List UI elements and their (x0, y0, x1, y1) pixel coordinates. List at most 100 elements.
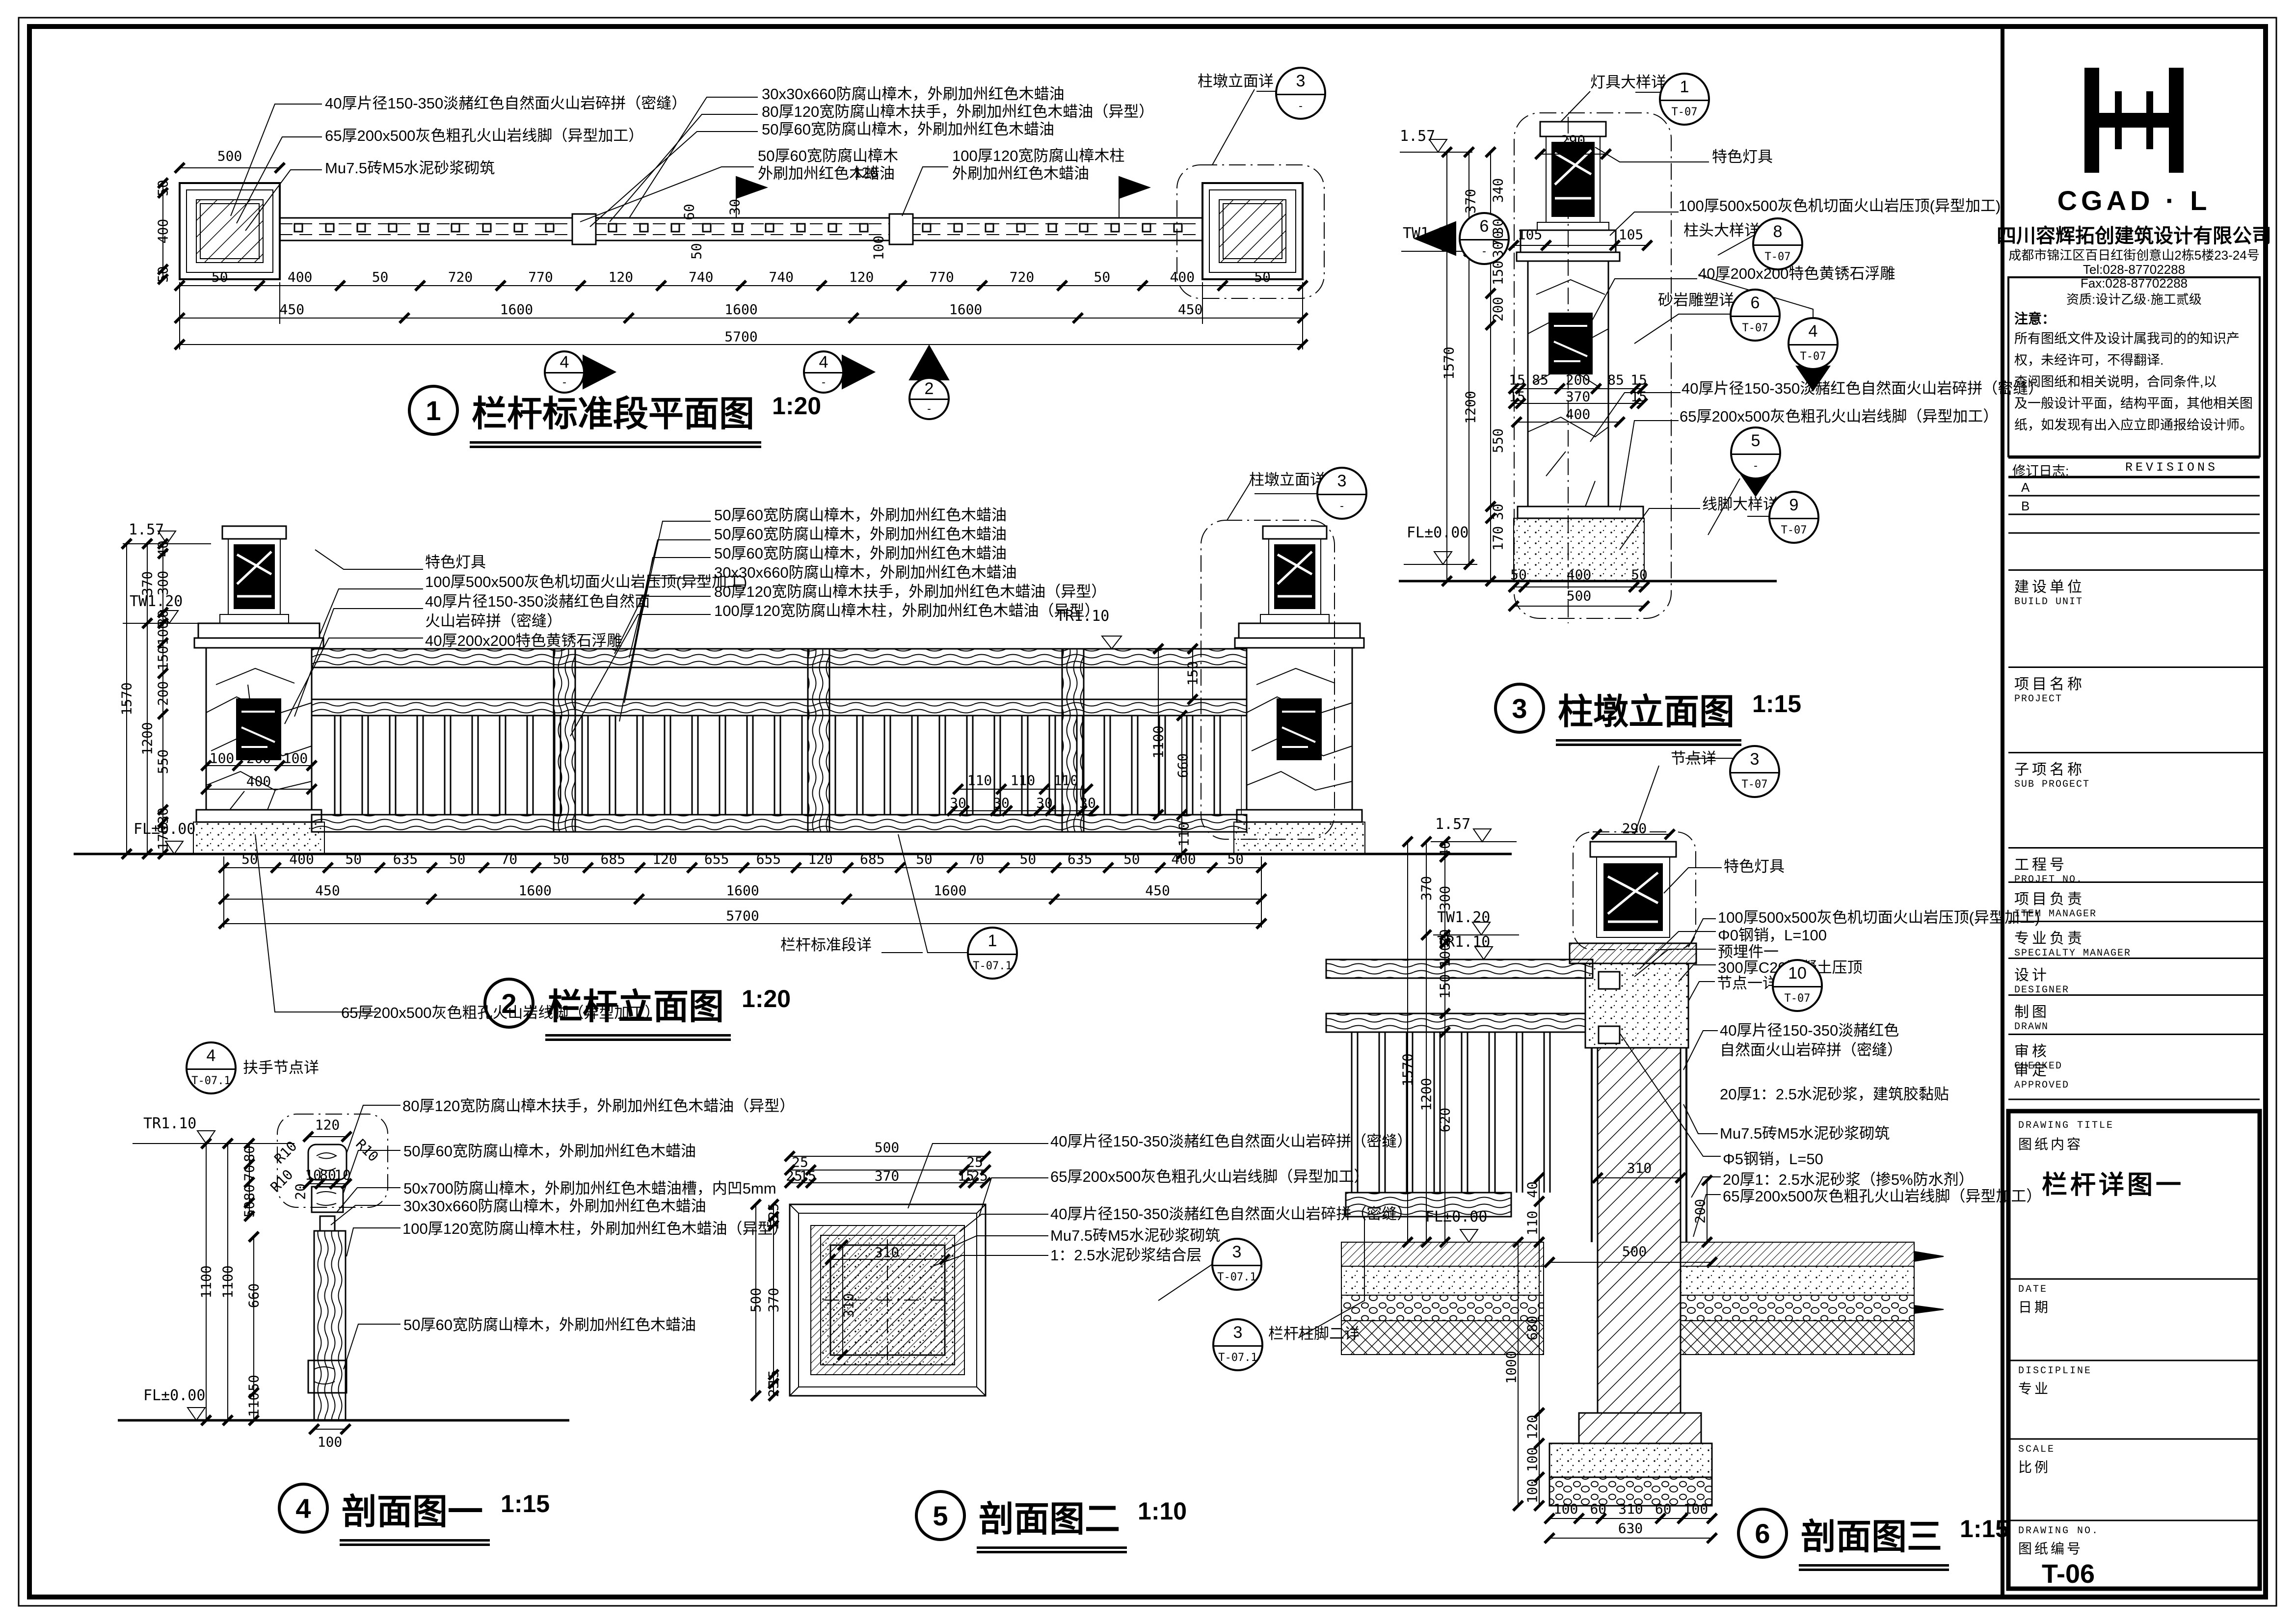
drawing-no-cn: 图纸编号 (2018, 1541, 2083, 1556)
level-fl: FL±0.00 (143, 1387, 206, 1404)
elevation-pier-callout: 3- (1316, 467, 1367, 520)
dim: 70 (241, 1165, 258, 1181)
pier-annotation-lamp: 特色灯具 (1712, 148, 1773, 165)
callout-number: 1 (1661, 75, 1708, 101)
dim-value: 120 (849, 269, 874, 285)
callout-ref: T-07.1 (1217, 1271, 1256, 1284)
section3-annotation: 100厚500x500灰色机切面火山岩压顶(异型加工) (1718, 909, 2040, 926)
section2-annotation: 1：2.5水泥砂浆结合层 (1050, 1247, 1202, 1264)
section1-annotation: 100厚120宽防腐山樟木柱，外刷加州红色木蜡油（异型） (402, 1220, 788, 1237)
pier-dim-290: 290 (1560, 132, 1586, 149)
dim: 100 (1437, 942, 1453, 968)
dim: 150 (155, 645, 171, 671)
section1-linework (118, 1067, 569, 1436)
callout-ref: - (926, 403, 933, 416)
caption-number: 2 (483, 978, 534, 1029)
dim: 10 (305, 1167, 321, 1183)
plan-section-marker-4a: 4- (544, 350, 585, 394)
plan-dim: 400 (155, 218, 171, 244)
dim: 30 (1490, 241, 1506, 258)
dim-120: 120 (315, 1117, 340, 1133)
dim: 25 (786, 1168, 802, 1184)
dim: 105 (1618, 226, 1644, 243)
plan-section-marker-2: 2- (908, 377, 950, 420)
dim: 1100 (219, 1265, 236, 1299)
callout-number: 5 (1732, 428, 1779, 455)
dim-value: 720 (1009, 269, 1035, 285)
field-label-cn: 工程号 (2014, 857, 2067, 873)
drawing-title-value: 栏杆详图一 (2042, 1171, 2185, 1199)
date-cn: 日期 (2018, 1300, 2051, 1315)
level-tw: TW1.20 (130, 593, 183, 610)
dim-value: 400 (289, 851, 314, 867)
section1-annotation: 80厚120宽防腐山樟木扶手，外刷加州红色木蜡油（异型） (402, 1097, 795, 1115)
elevation-std-callout-label: 栏杆标准段详 (780, 936, 872, 954)
level-fl: FL±0.00 (1425, 1208, 1488, 1225)
dim: 80 (241, 1145, 258, 1162)
annotation: 30x30x660防腐山樟木，外刷加州红色木蜡油 (714, 564, 1017, 581)
field-label-cn: 专业负责 (2014, 931, 2085, 947)
scale-cn: 比例 (2018, 1460, 2051, 1475)
callout-ref: T-07.1 (191, 1075, 231, 1088)
pier-lamp-callout-label: 灯具大样详 (1590, 74, 1666, 91)
dim-100: 100 (1524, 1478, 1541, 1504)
dim-value: 120 (808, 851, 833, 867)
section1-annotation: 50x700防腐山樟木，外刷加州红色木蜡油槽，内凹5mm (403, 1180, 776, 1197)
dim: 110 (245, 1392, 262, 1417)
section2-annotation: Mu7.5砖M5水泥砂浆砌筑 (1050, 1227, 1221, 1244)
section2-linework (749, 1143, 1216, 1402)
dim-value: 50 (1254, 269, 1271, 285)
dim: 15 (1630, 372, 1647, 388)
caption-number: 6 (1737, 1508, 1788, 1559)
dim: 25 (971, 1168, 988, 1184)
dim-value: 655 (704, 851, 729, 867)
section3-annotation: 20厚1：2.5水泥砂浆，建筑胶黏贴 (1720, 1086, 1949, 1103)
elevation-linework (74, 481, 1512, 1012)
dim-value: 50 (241, 851, 258, 867)
pier-mold-callout-label: 线脚大样详 (1702, 496, 1778, 513)
dim: 1100 (198, 1265, 214, 1299)
callout-ref: - (1297, 100, 1304, 113)
dim-value: 60 (1590, 1501, 1607, 1517)
caption-scale: 1:20 (772, 392, 822, 420)
dim: 15 (958, 1168, 974, 1184)
drawing-title-en: DRAWING TITLE (2018, 1120, 2114, 1131)
dim: 300 (1437, 885, 1453, 911)
callout-ref: T-07.1 (973, 960, 1012, 973)
dim-value: 740 (688, 269, 714, 285)
dim: 30 (1079, 795, 1096, 811)
dim-500: 500 (748, 1287, 764, 1313)
section3-annotation: 20厚1：2.5水泥砂浆（掺5%防水剂） (1723, 1171, 1974, 1188)
annotation: 外刷加州红色木蜡油 (758, 165, 895, 182)
callout-number: 2 (910, 379, 948, 400)
plan-dim-100: 100 (870, 235, 887, 261)
company-fax: Fax:028-87702288 (2080, 276, 2188, 291)
dim-value: 1600 (949, 301, 983, 318)
company-name: 四川容辉拓创建筑设计有限公司 (1997, 225, 2271, 247)
callout-number: 3 (1277, 69, 1324, 95)
dim-value: 720 (448, 269, 473, 285)
callout-ref: - (1338, 500, 1345, 513)
dim-value: 1600 (934, 882, 967, 899)
dim: 370 (765, 1287, 782, 1313)
plan-annotation-2line-a: 50厚60宽防腐山樟木外刷加州红色木蜡油 (758, 147, 898, 183)
callout-number: 4 (546, 352, 583, 374)
dim: 105 (1517, 226, 1543, 243)
annotation: Mu7.5砖M5水泥砂浆砌筑 (325, 160, 495, 177)
dim-value: 635 (393, 851, 418, 867)
plan-annotation-2line-b: 100厚120宽防腐山樟木柱外刷加州红色木蜡油 (952, 147, 1124, 183)
callout-ref: T-07 (1671, 106, 1698, 119)
